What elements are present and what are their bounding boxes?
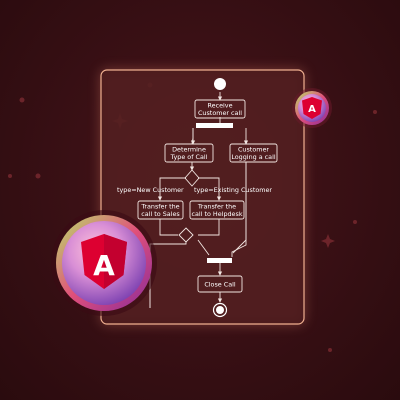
transfer-helpdesk-line1: Transfer the xyxy=(197,203,236,211)
determine-type-line1: Determine xyxy=(172,146,206,154)
join-bar xyxy=(207,258,232,263)
merge-diamond xyxy=(178,227,194,243)
fork-bar xyxy=(196,123,233,128)
receive-call-line2: Customer call xyxy=(198,109,242,117)
receive-call-line1: Receive xyxy=(207,102,232,110)
determine-type-line2: Type of Call xyxy=(170,153,208,161)
guard-new-customer: type=New Customer xyxy=(117,186,184,194)
activity-customer-logging: Customer Logging a call xyxy=(229,143,278,163)
large-angular-letter: A xyxy=(93,249,115,282)
activity-transfer-helpdesk: Transfer the call to Helpdesk xyxy=(189,200,245,220)
small-angular-badge: A xyxy=(292,88,332,128)
transfer-sales-line2: call to Sales xyxy=(141,210,180,218)
end-node xyxy=(212,302,228,318)
large-angular-badge: A xyxy=(51,210,157,316)
activity-close-call: Close Call xyxy=(197,275,243,293)
transfer-sales-line1: Transfer the xyxy=(140,203,179,211)
transfer-helpdesk-line2: call to Helpdesk xyxy=(191,210,242,218)
decision-diamond xyxy=(184,169,200,187)
small-angular-letter: A xyxy=(308,104,316,115)
guard-existing-customer: type=Existing Customer xyxy=(194,186,272,194)
start-node xyxy=(214,78,226,90)
activity-determine-type: Determine Type of Call xyxy=(164,143,214,163)
close-call-label: Close Call xyxy=(204,281,236,289)
angular-shield-icon xyxy=(302,97,322,119)
activity-transfer-sales: Transfer the call to Sales xyxy=(137,200,184,220)
activity-receive-call: Receive Customer call xyxy=(194,99,246,119)
customer-logging-line2: Logging a call xyxy=(231,153,276,161)
customer-logging-line1: Customer xyxy=(238,146,269,154)
